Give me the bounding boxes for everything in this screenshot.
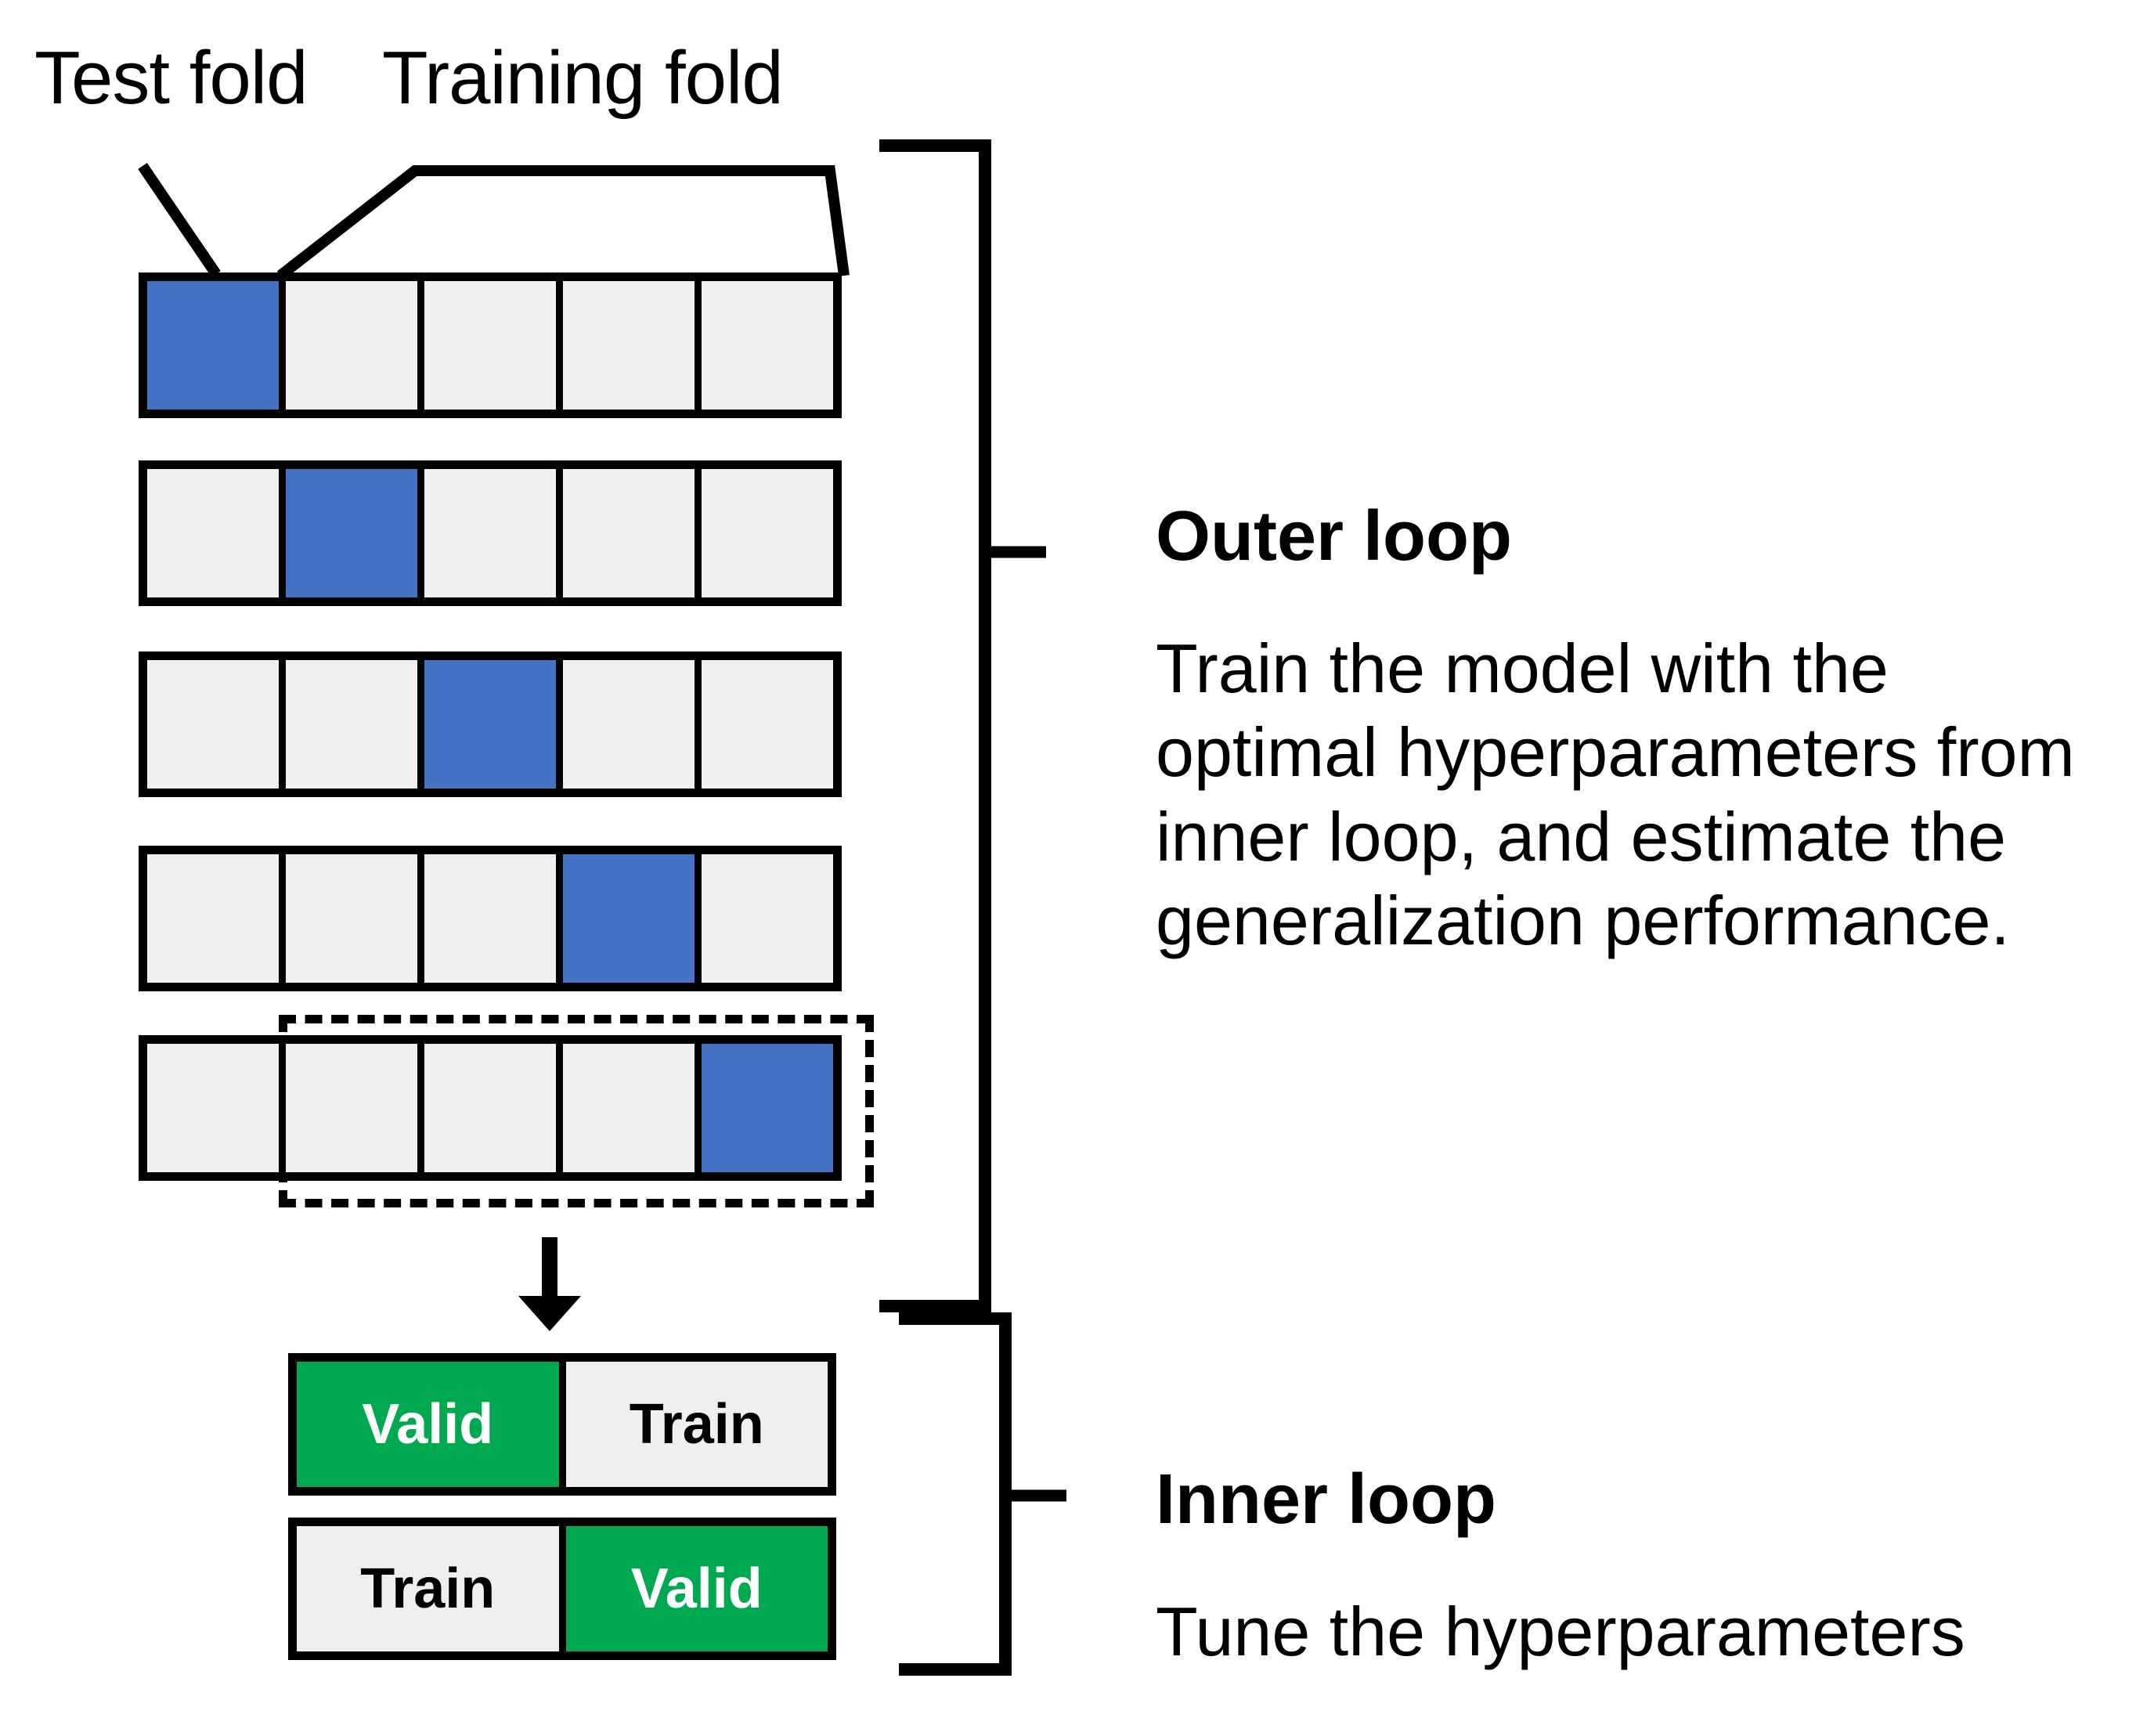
down-arrow-head xyxy=(518,1296,581,1331)
fold-row xyxy=(139,272,842,418)
training-fold-brace xyxy=(276,165,850,280)
inner-cell-train: Train xyxy=(565,1362,828,1487)
fold-row xyxy=(139,460,842,606)
test-fold-leader-line xyxy=(138,163,221,277)
fold-cell-test xyxy=(424,660,563,789)
inner-cell-train: Train xyxy=(297,1526,566,1651)
fold-cell-train xyxy=(563,469,702,597)
fold-row xyxy=(139,1035,842,1181)
inner-cell-valid: Valid xyxy=(297,1362,566,1487)
inner-loop-bracket xyxy=(899,1312,1012,1676)
inner-cell-valid: Valid xyxy=(565,1526,828,1651)
fold-cell-train xyxy=(563,660,702,789)
inner-loop-row: Train Valid xyxy=(288,1518,836,1660)
fold-cell-train xyxy=(424,469,563,597)
inner-loop-title: Inner loop xyxy=(1156,1460,1496,1539)
fold-cell-train xyxy=(702,660,833,789)
fold-cell-train xyxy=(702,854,833,983)
inner-loop-description: Tune the hyperparameters xyxy=(1156,1593,1965,1670)
fold-row xyxy=(139,651,842,797)
fold-cell-train xyxy=(563,1044,702,1172)
fold-cell-test xyxy=(563,854,702,983)
fold-cell-train xyxy=(286,854,424,983)
fold-cell-test xyxy=(147,281,286,410)
fold-cell-train xyxy=(563,281,702,410)
inner-loop-row: Valid Train xyxy=(288,1353,836,1496)
fold-cell-train xyxy=(424,281,563,410)
fold-cell-train xyxy=(702,469,833,597)
fold-row xyxy=(139,846,842,991)
test-fold-label: Test fold xyxy=(34,36,308,120)
fold-cell-train xyxy=(147,854,286,983)
fold-cell-train xyxy=(286,281,424,410)
fold-cell-train xyxy=(147,1044,286,1172)
fold-cell-train xyxy=(424,854,563,983)
fold-cell-test xyxy=(702,1044,833,1172)
fold-cell-train xyxy=(286,660,424,789)
outer-loop-description: Train the model with the optimal hyperpa… xyxy=(1156,630,2075,960)
fold-cell-test xyxy=(286,469,424,597)
fold-cell-train xyxy=(147,660,286,789)
training-fold-label: Training fold xyxy=(382,36,784,120)
fold-cell-train xyxy=(702,281,833,410)
outer-loop-title: Outer loop xyxy=(1156,497,1512,576)
fold-cell-train xyxy=(147,469,286,597)
fold-cell-train xyxy=(286,1044,424,1172)
fold-cell-train xyxy=(424,1044,563,1172)
outer-loop-bracket xyxy=(879,139,991,1312)
